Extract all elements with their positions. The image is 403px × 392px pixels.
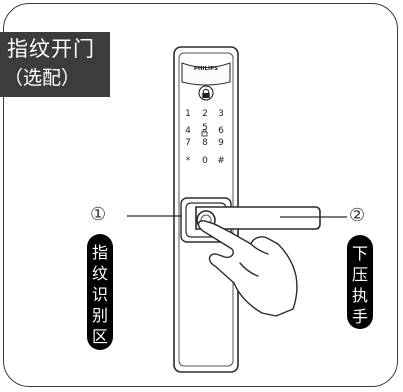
badge-subtitle: （选配） <box>4 67 81 89</box>
key-5: 5 <box>202 123 208 133</box>
key-9: 9 <box>218 138 224 148</box>
keypad: 1 2 3 4 5 6 7 8 9 * 0 # <box>185 109 225 166</box>
callout-number-1: ① <box>90 204 107 225</box>
label-char: 别 <box>91 306 108 325</box>
callout-number-2: ② <box>349 205 366 226</box>
key-6: 6 <box>218 126 224 136</box>
key-0: 0 <box>202 156 208 166</box>
label-char: 指 <box>91 243 108 262</box>
fingerprint-area-label: 指 纹 识 别 区 <box>87 234 113 350</box>
key-7: 7 <box>185 138 191 148</box>
door-handle <box>195 206 321 230</box>
small-lock-icon <box>201 129 208 137</box>
lock-top-icon <box>198 85 214 101</box>
key-8: 8 <box>202 138 208 148</box>
key-2: 2 <box>202 109 208 119</box>
label-char: 压 <box>351 265 368 284</box>
title-badge: 指纹开门 （选配） <box>0 32 110 97</box>
key-hash: # <box>217 156 225 166</box>
label-char: 区 <box>91 327 108 346</box>
label-char: 纹 <box>91 264 108 283</box>
label-char: 下 <box>351 244 368 263</box>
badge-title: 指纹开门 <box>7 37 95 61</box>
label-char: 执 <box>351 286 368 305</box>
key-3: 3 <box>218 109 224 119</box>
label-char: 手 <box>351 307 368 326</box>
brand-label: PHILIPS <box>194 66 218 72</box>
label-char: 识 <box>91 285 108 304</box>
key-1: 1 <box>185 109 191 119</box>
press-handle-label: 下 压 执 手 <box>347 235 373 329</box>
hand-icon <box>197 220 298 317</box>
key-4: 4 <box>185 126 191 136</box>
lock-screen <box>181 62 231 86</box>
key-star: * <box>186 156 191 166</box>
